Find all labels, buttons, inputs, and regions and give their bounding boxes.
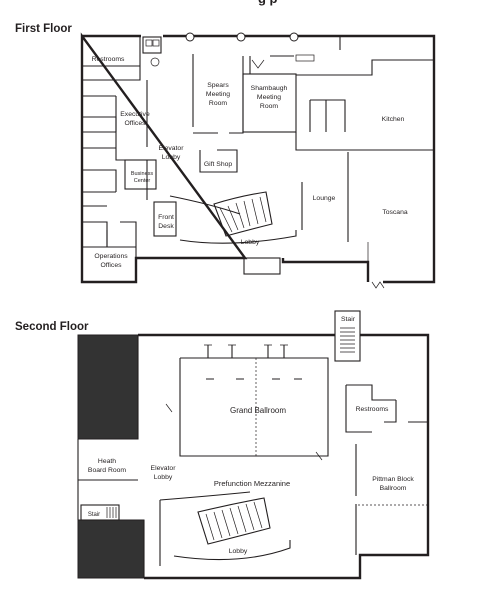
pittman-label-2: Ballroom (380, 485, 407, 492)
shaded-block-bottom (77, 519, 145, 579)
second-floor-grand-stair (159, 491, 291, 566)
operations-offices-label-2: Offices (100, 262, 122, 269)
shambaugh-top-wall (249, 55, 294, 74)
lobby-2-label: Lobby (229, 548, 248, 555)
column-3 (289, 32, 299, 42)
business-center-label: Business (131, 171, 154, 177)
lobby-label: Lobby (241, 239, 260, 246)
second-floor-outer-wall (138, 333, 430, 580)
stair-left-box (80, 504, 120, 521)
lounge-divider (301, 152, 349, 242)
second-floor-left-wall (77, 335, 145, 578)
front-desk-box (153, 201, 177, 237)
gift-shop-wall (199, 149, 238, 173)
lounge-label: Lounge (313, 195, 336, 202)
stair-top-box (334, 310, 361, 362)
stair-left-label: Stair (88, 512, 100, 518)
restrooms-2-wall (345, 384, 428, 433)
operations-wall (106, 221, 137, 258)
entrance-door (371, 281, 385, 289)
grand-ballroom-label: Grand Ballroom (230, 406, 286, 415)
operations-offices-label: Operations (94, 253, 128, 260)
heath-label-2: Board Room (88, 467, 126, 474)
second-floor: Second Floor Stair Grand Ballroom Restro… (15, 310, 430, 580)
second-floor-title: Second Floor (15, 321, 89, 333)
prefunction-label: Prefunction Mezzanine (214, 479, 290, 488)
ballroom-notch-left (165, 403, 173, 413)
elevator-shaft (142, 36, 162, 54)
restrooms-wall (82, 36, 141, 81)
elevator-car-2 (152, 39, 160, 47)
executive-offices-label-2: Offices (124, 120, 146, 127)
executive-offices-label: Executive (120, 111, 150, 118)
first-floor-title: First Floor (15, 23, 72, 35)
first-floor-outer-wall (80, 32, 436, 284)
lobby-entry (243, 257, 281, 275)
column-2 (236, 32, 246, 42)
stair-left-treads (106, 507, 117, 518)
pittman-label: Pittman Block (372, 476, 414, 483)
elevator-lobby-2-label-2: Lobby (154, 474, 173, 481)
column-1 (185, 32, 195, 42)
shambaugh-box (242, 73, 297, 133)
business-center-box (124, 159, 157, 190)
grand-ballroom-wall (179, 357, 329, 457)
restrooms-2-label: Restrooms (356, 406, 389, 413)
header-fragment: g p (258, 0, 278, 6)
stair-landing (150, 57, 160, 67)
shambaugh-label: Shambaugh (251, 85, 288, 92)
shaded-block-top (77, 334, 139, 440)
ballroom-entry-stubs (207, 345, 285, 358)
elevator-lobby-2-label: Elevator (151, 465, 177, 472)
spears-label-2: Meeting (206, 91, 230, 98)
shambaugh-label-3: Room (260, 103, 278, 110)
shambaugh-label-2: Meeting (257, 94, 281, 101)
ballroom-notch-right (315, 451, 323, 461)
elevator-lobby-label-2: Lobby (162, 154, 181, 161)
first-floor-grand-stair (169, 191, 297, 244)
executive-offices-wall (82, 95, 136, 248)
first-floor: First Floor Restrooms Executive Offices … (15, 23, 436, 289)
elevator-car (145, 39, 153, 47)
heath-label: Heath (98, 458, 116, 465)
spears-door-swing (251, 59, 265, 69)
front-desk-label: Front (158, 214, 174, 221)
kitchen-wall (295, 36, 434, 151)
spears-label: Spears (207, 82, 229, 89)
front-desk-label-2: Desk (158, 223, 174, 230)
toscana-label: Toscana (382, 209, 408, 216)
business-center-label-2: Center (134, 178, 151, 184)
elevator-lobby-label: Elevator (159, 145, 185, 152)
stair-top-label: Stair (341, 316, 356, 323)
gift-shop-label: Gift Shop (204, 161, 233, 168)
restrooms-label: Restrooms (92, 56, 125, 63)
spears-label-3: Room (209, 100, 227, 107)
stair-top-treads (340, 327, 355, 353)
service-counter (295, 54, 315, 62)
kitchen-label: Kitchen (382, 116, 405, 123)
